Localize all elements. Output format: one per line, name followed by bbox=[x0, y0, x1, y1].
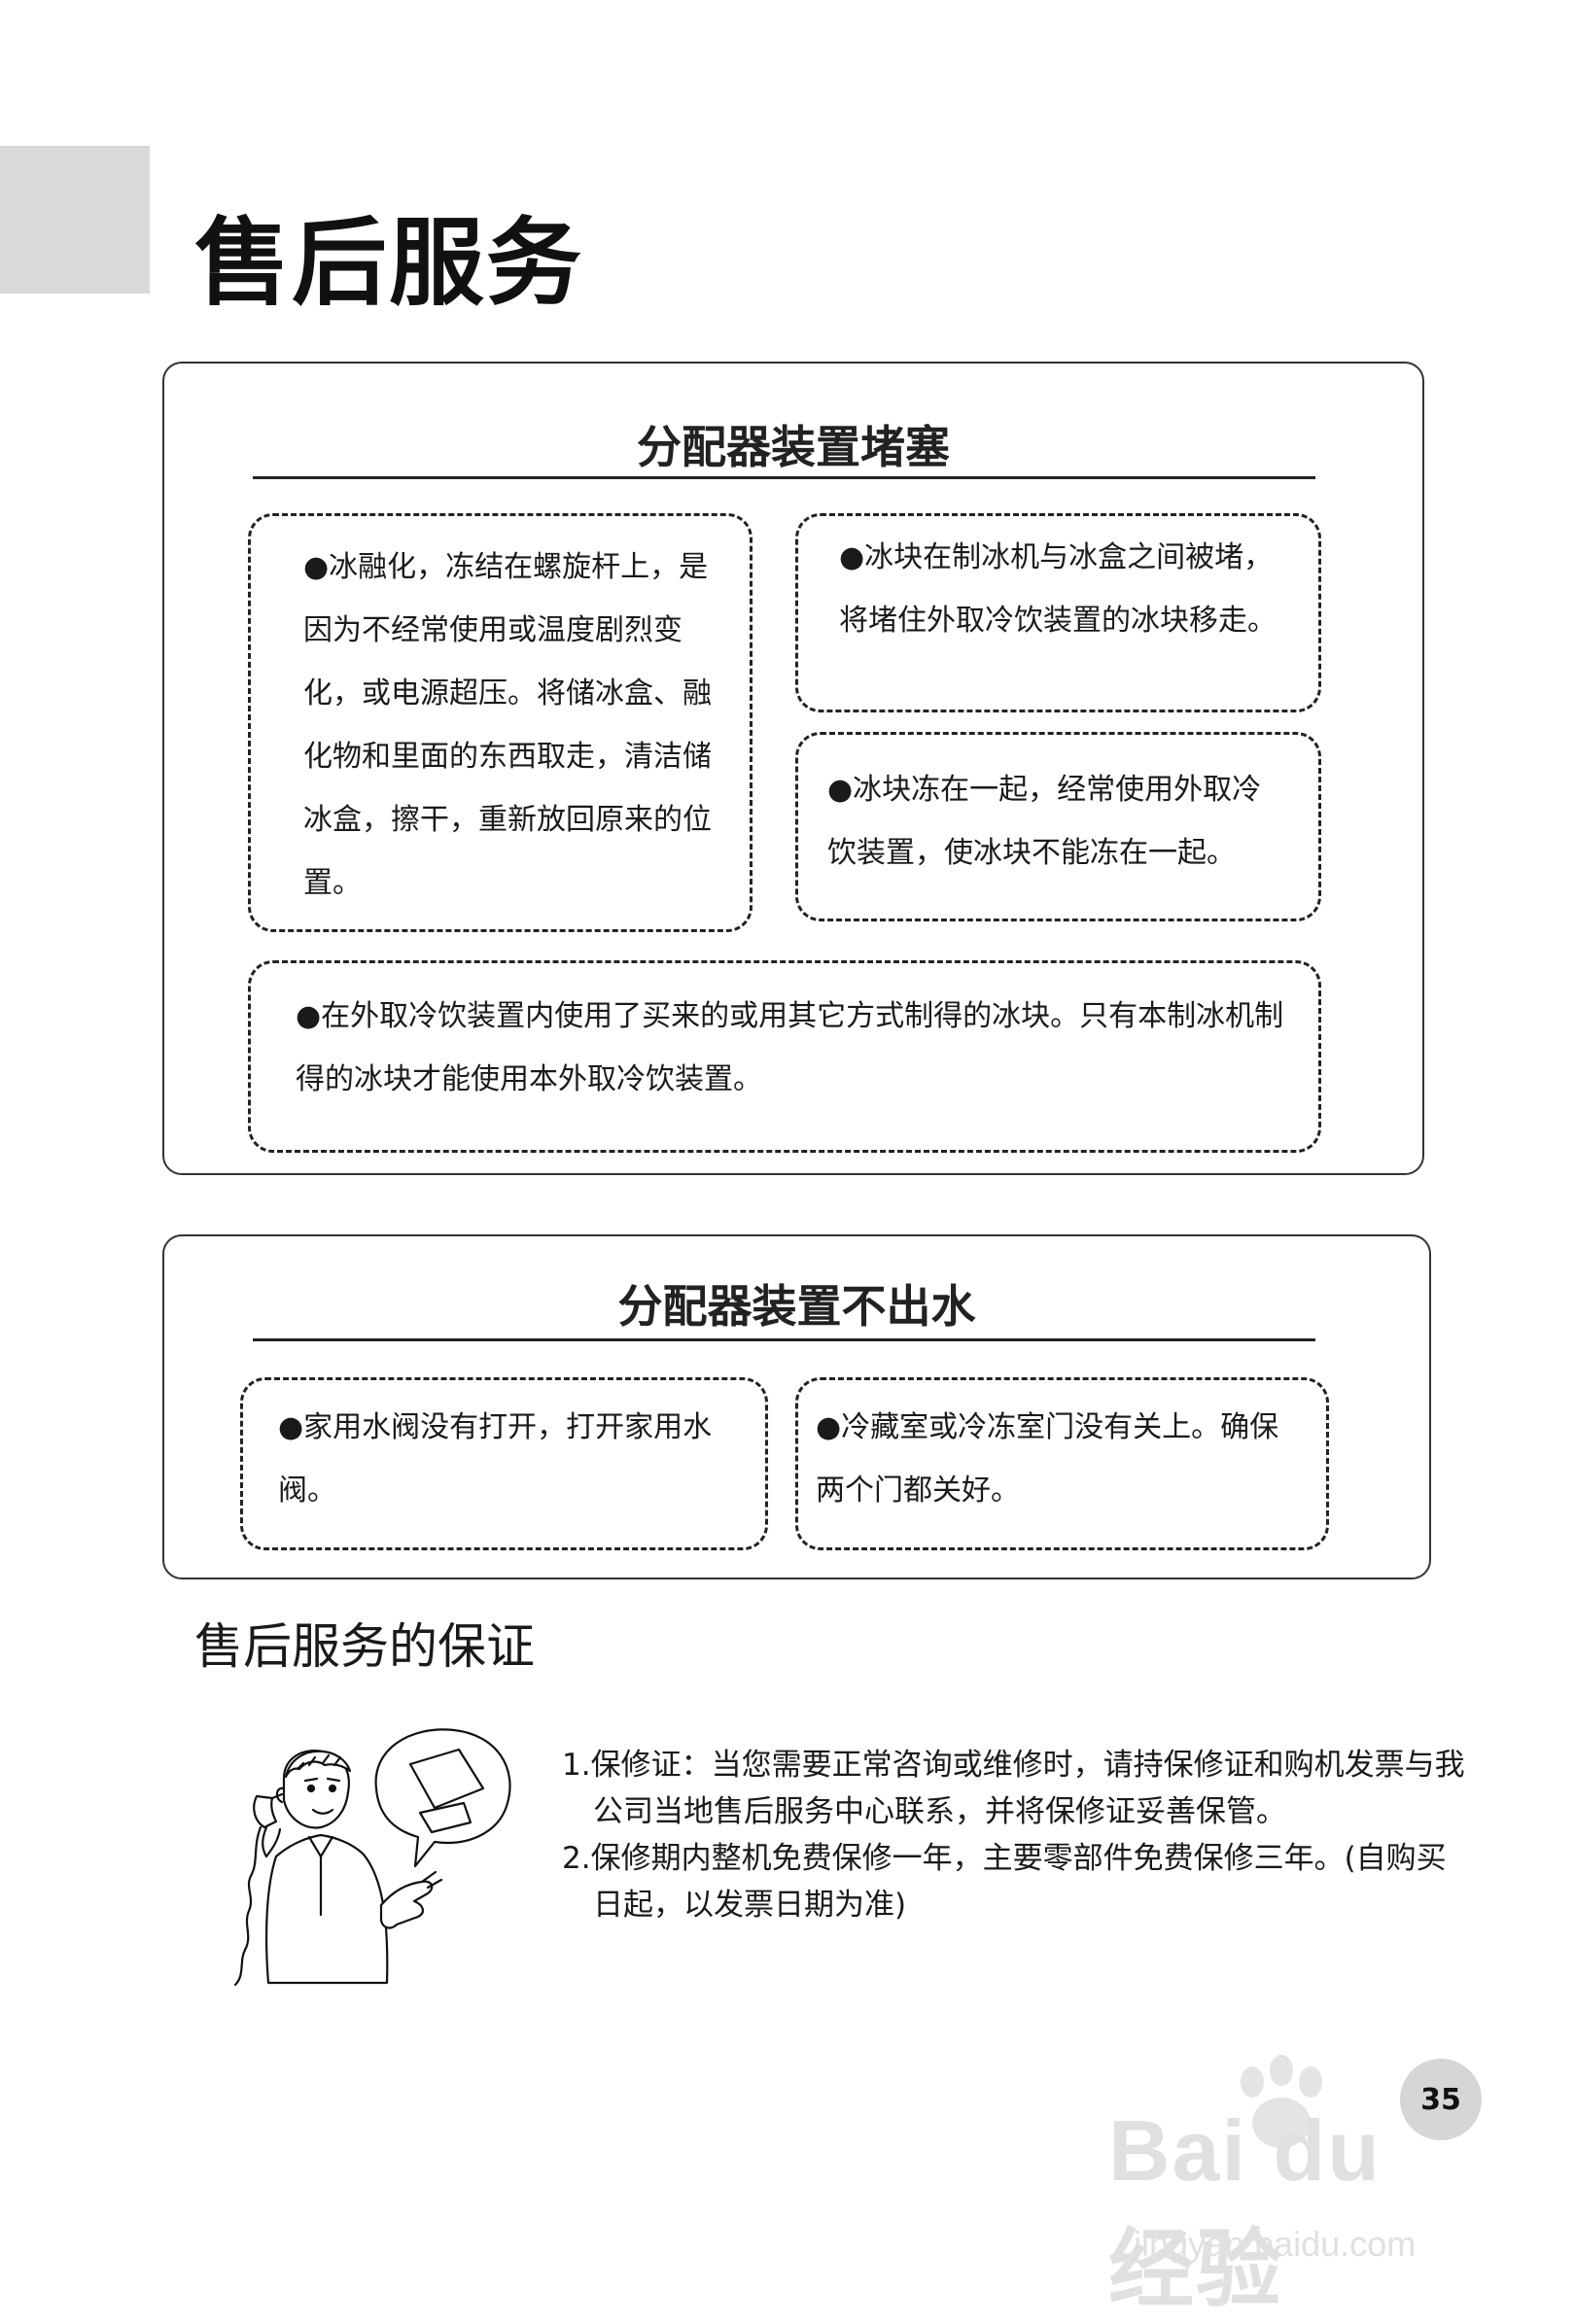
phone-call-person-illustration bbox=[233, 1728, 511, 1987]
no-water-heading: 分配器装置不出水 bbox=[617, 1280, 976, 1333]
blockage-heading: 分配器装置堵塞 bbox=[637, 421, 950, 473]
tip-bought-ice-text: ●在外取冷饮装置内使用了买来的或用其它方式制得的冰块。只有本制冰机制得的冰块才能… bbox=[296, 999, 1284, 1096]
no-water-panel: 分配器装置不出水 ●家用水阀没有打开，打开家用水阀。 ●冷藏室或冷冻室门没有关上… bbox=[162, 1234, 1431, 1579]
watermark-url: jingyan.baidu.com bbox=[1134, 2224, 1417, 2264]
guarantee-item-1: 1.保修证：当您需要正常咨询或维修时，请持保修证和购机发票与我公司当地售后服务中… bbox=[562, 1748, 1465, 1829]
tip-valve-text: ●家用水阀没有打开，打开家用水阀。 bbox=[278, 1410, 713, 1508]
tip-box-bought-ice: ●在外取冷饮装置内使用了买来的或用其它方式制得的冰块。只有本制冰机制得的冰块才能… bbox=[248, 960, 1321, 1153]
tip-melt-text: ●冰融化，冻结在螺旋杆上，是因为不经常使用或温度剧烈变化，或电源超压。将储冰盒、… bbox=[303, 550, 712, 900]
tip-stuck-text: ●冰块在制冰机与冰盒之间被堵，将堵住外取冷饮装置的冰块移走。 bbox=[839, 540, 1277, 638]
watermark-brand: Bai du 经验 bbox=[1108, 2102, 1382, 2317]
guarantee-list: 1.保修证：当您需要正常咨询或维修时，请持保修证和购机发票与我公司当地售后服务中… bbox=[562, 1742, 1466, 1928]
baidu-jingyan-watermark: Bai du 经验 jingyan.baidu.com bbox=[1108, 2055, 1478, 2317]
tip-box-melt: ●冰融化，冻结在螺旋杆上，是因为不经常使用或温度剧烈变化，或电源超压。将储冰盒、… bbox=[248, 513, 752, 932]
tip-box-stuck: ●冰块在制冰机与冰盒之间被堵，将堵住外取冷饮装置的冰块移走。 bbox=[795, 513, 1321, 712]
tip-box-door: ●冷藏室或冷冻室门没有关上。确保两个门都关好。 bbox=[795, 1377, 1329, 1550]
section-tab-marker bbox=[0, 146, 150, 294]
guarantee-title: 售后服务的保证 bbox=[194, 1618, 535, 1675]
page-title: 售后服务 bbox=[194, 208, 584, 319]
paw-icon bbox=[1241, 2055, 1322, 2148]
tip-door-text: ●冷藏室或冷冻室门没有关上。确保两个门都关好。 bbox=[816, 1410, 1279, 1508]
no-water-heading-rule bbox=[253, 1338, 1315, 1341]
guarantee-item-2: 2.保修期内整机免费保修一年，主要零部件免费保修三年。(自购买日起，以发票日期为… bbox=[562, 1841, 1447, 1923]
blockage-panel: 分配器装置堵塞 ●冰融化，冻结在螺旋杆上，是因为不经常使用或温度剧烈变化，或电源… bbox=[162, 362, 1424, 1175]
tip-box-frozen: ●冰块冻在一起，经常使用外取冷饮装置，使冰块不能冻在一起。 bbox=[795, 732, 1321, 921]
blockage-heading-rule bbox=[253, 476, 1315, 479]
tip-frozen-text: ●冰块冻在一起，经常使用外取冷饮装置，使冰块不能冻在一起。 bbox=[827, 773, 1262, 870]
page-number: 35 bbox=[1400, 2059, 1482, 2140]
tip-box-valve: ●家用水阀没有打开，打开家用水阀。 bbox=[240, 1377, 768, 1550]
